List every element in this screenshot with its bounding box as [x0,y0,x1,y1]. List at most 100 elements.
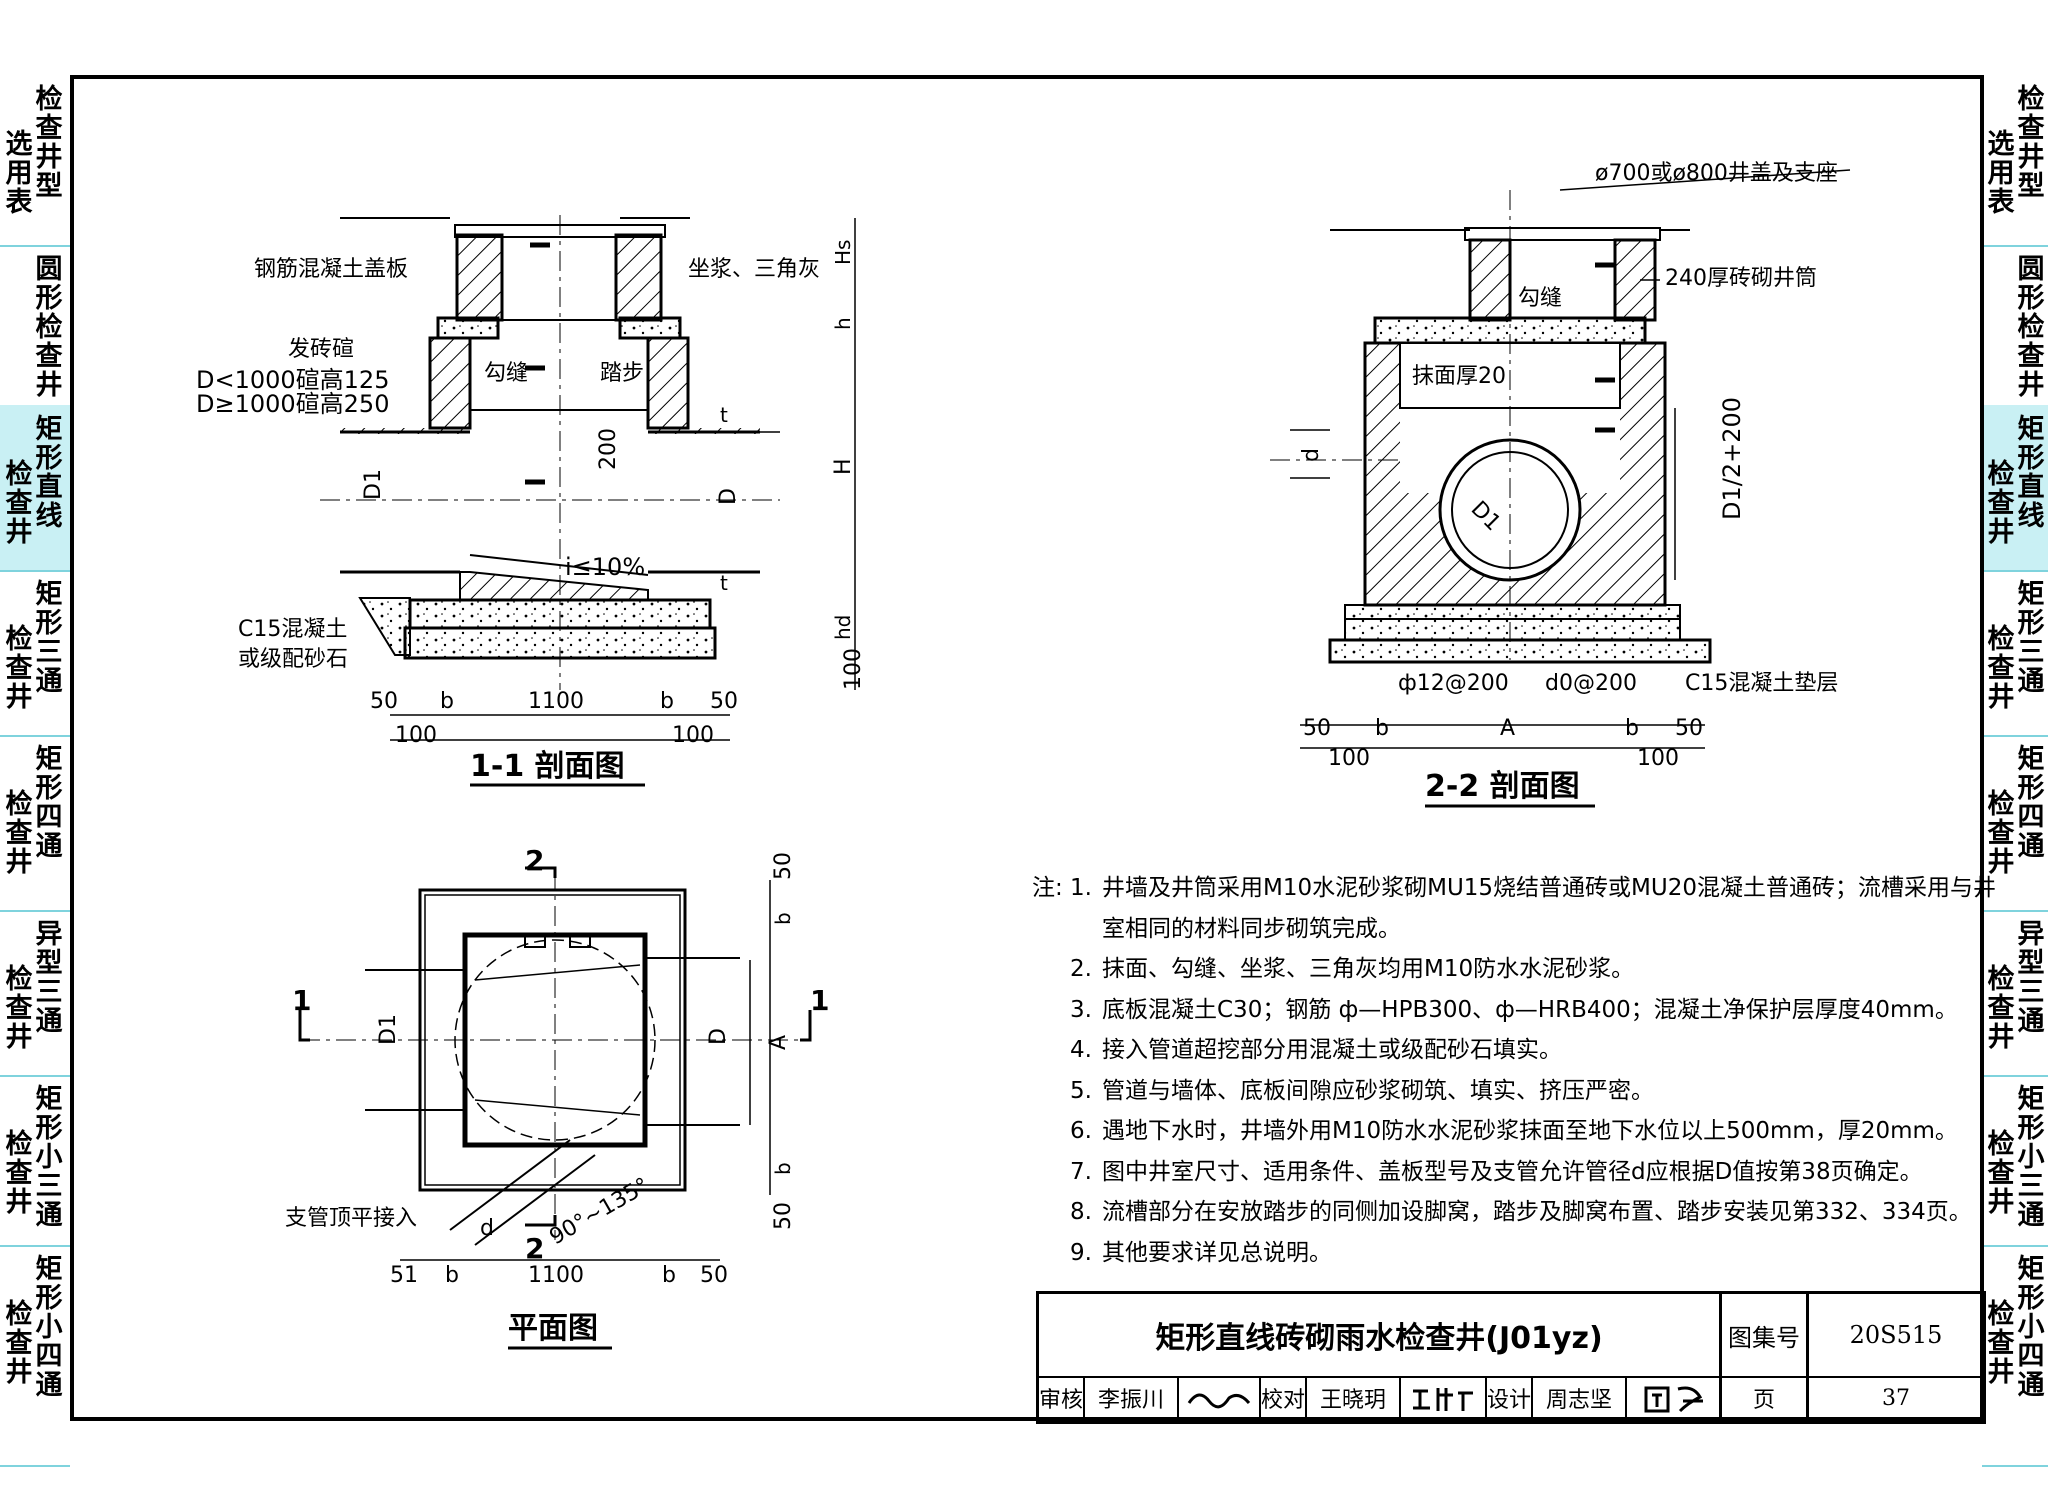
page-label: 页 [1722,1378,1809,1418]
cut2-bottom: 2 [525,1232,544,1265]
side-tab[interactable]: 检查井矩形直线 [0,405,70,572]
side-tab-label-1: 检查井 [5,624,33,713]
side-tab[interactable]: 检查井矩形四通 [1982,735,2048,912]
checker-signature [1401,1378,1487,1418]
drawing-frame [70,75,1984,1421]
t-label-2: t [720,571,728,595]
side-tab-label-2: 矩形三通 [2017,579,2045,697]
H-label: H [831,458,856,475]
note-text: 室相同的材料同步砌筑完成。 [1102,915,1401,942]
side-tab-label-2: 矩形四通 [2017,744,2045,862]
plan-A: A [766,1035,791,1050]
dim2-b-left: b [1375,716,1389,741]
side-tab-label-2: 矩形三通 [35,579,63,697]
dim-50-right: 50 [710,689,738,714]
note-item: 3. 底板混凝土C30；钢筋 ф—HPB300、ф—HRB400；混凝土净保护层厚… [1032,990,1958,1031]
section-2-2-title: 2-2 剖面图 [1425,769,1580,804]
side-tab-label-1: 检查井 [5,1129,33,1218]
left-side-tabs: 选用表检查井型圆形检查井检查井矩形直线检查井矩形三通检查井矩形四通检查井异型三通… [0,75,70,1467]
note-item: 5.管道与墙体、底板间隙应砂浆砌筑、填实、挤压严密。 [1032,1071,1952,1112]
side-tab-label-2: 矩形小四通 [2017,1254,2045,1401]
page-number: 37 [1882,1385,1910,1411]
plan-d: D [706,1028,731,1045]
side-tab-label-2: 矩形小三通 [35,1084,63,1231]
note-item: 2. 抹面、勾缝、坐浆、三角灰均用M10防水水泥砂浆。 [1032,949,1952,990]
cut1-left: 1 [292,984,311,1017]
side-tab[interactable]: 检查井矩形小三通 [1982,1075,2048,1247]
note-text: 其他要求详见总说明。 [1102,1239,1332,1266]
dim-b-left: b [440,689,454,714]
d100-label: 100 [841,648,866,690]
cover-label: ø700或ø800井盖及支座 [1595,161,1838,186]
side-tab-label-2: 异型三通 [2017,919,2045,1037]
base-label-2-2: C15混凝土垫层 [1685,671,1838,696]
side-tab-label-1: 检查井 [5,964,33,1053]
side-tab[interactable]: 检查井矩形小四通 [1982,1245,2048,1467]
plan-dim-1100: 1100 [528,1263,584,1288]
designer-name: 周志坚 [1533,1378,1627,1418]
note-item: 7.图中井室尺寸、适用条件、盖板型号及支管允许管径d应根据D值按第38页确定。 [1032,1152,1952,1193]
plan-b-bottom: b [771,1162,795,1175]
slope-label: i≤10% [565,553,645,581]
note-item: 4.接入管道超挖部分用混凝土或级配砂石填实。 [1032,1030,1952,1071]
d1-label: D1 [361,469,386,500]
mortar-label: 坐浆、三角灰 [688,257,820,282]
note-item: 注:1.井墙及井筒采用M10水泥砂浆砌MU15烧结普通砖或MU20混凝土普通砖；… [1032,868,1996,909]
dim2-100-left: 100 [1328,746,1370,771]
side-tab-label-1: 检查井 [5,459,33,548]
side-tab[interactable]: 检查井矩形小三通 [0,1075,70,1247]
arch-label: 发砖碹 [288,337,354,362]
note-number: 2. [1070,956,1092,982]
note-text: 管道与墙体、底板间隙应砂浆砌筑、填实、挤压严密。 [1102,1077,1654,1104]
side-tab[interactable]: 检查井异型三通 [0,910,70,1077]
base-label-2: 或级配砂石 [238,647,348,672]
side-tab[interactable]: 检查井矩形三通 [0,570,70,737]
cut2-top: 2 [525,844,544,877]
side-tab[interactable]: 检查井矩形直线 [1982,405,2048,572]
note-number: 6. [1070,1118,1092,1144]
dim-100-left: 100 [395,723,437,748]
note-number: 1. [1070,875,1092,901]
side-tab-label-2: 圆形检查井 [2017,254,2045,401]
check-label: 校对 [1261,1378,1307,1418]
side-tab[interactable]: 选用表检查井型 [0,75,70,247]
joint-label-2: 勾缝 [1518,286,1562,311]
t-label-1: t [720,403,728,427]
hd-label: hd [831,615,855,640]
side-tab[interactable]: 检查井异型三通 [1982,910,2048,1077]
design-label: 设计 [1487,1378,1533,1418]
plan-dim-50: 50 [700,1263,728,1288]
dim-1100: 1100 [528,689,584,714]
side-tab-label-2: 检查井型 [35,84,63,202]
note-text: 遇地下水时，井墙外用M10防水水泥砂浆抹面至地下水位以上500mm，厚20mm。 [1102,1118,1958,1144]
cut1-right: 1 [810,984,829,1017]
h-label: h [831,317,855,330]
side-tab-label-2: 矩形直线 [2017,414,2045,532]
rebar2-label: d0@200 [1545,671,1637,696]
note-text: 抹面、勾缝、坐浆、三角灰均用M10防水水泥砂浆。 [1102,956,1635,982]
designer-signature [1627,1378,1722,1418]
note-number: 3. [1070,996,1092,1023]
side-tab-label-2: 矩形四通 [35,744,63,862]
side-tab[interactable]: 检查井矩形四通 [0,735,70,912]
dim2-50-right: 50 [1675,716,1703,741]
dim-b-right: b [660,689,674,714]
checker-name: 王晓玥 [1307,1378,1401,1418]
right-side-tabs: 选用表检查井型圆形检查井检查井矩形直线检查井矩形三通检查井矩形四通检查井异型三通… [1982,75,2048,1467]
side-tab-label-1: 检查井 [5,1299,33,1388]
note-text: 底板混凝土C30；钢筋 ф—HPB300、ф—HRB400；混凝土净保护层厚度4… [1102,996,1958,1023]
side-tab-label-2: 检查井型 [2017,84,2045,202]
branch-label: 支管顶平接入 [285,1206,417,1231]
base-label-1: C15混凝土 [238,617,347,642]
plan-dim-b-right: b [662,1263,676,1288]
dim-100-right: 100 [672,723,714,748]
note-text: 流槽部分在安放踏步的同侧加设脚窝，踏步及脚窝布置、踏步安装见第332、334页。 [1102,1199,1972,1225]
arch-rule2: D≥1000碹高250 [196,390,389,418]
side-tab[interactable]: 检查井矩形三通 [1982,570,2048,737]
side-tab[interactable]: 选用表检查井型 [1982,75,2048,247]
note-number: 9. [1070,1239,1092,1266]
plan-title: 平面图 [508,1311,598,1346]
side-tab[interactable]: 检查井矩形小四通 [0,1245,70,1467]
side-tab-label-1: 检查井 [1987,1129,2015,1218]
